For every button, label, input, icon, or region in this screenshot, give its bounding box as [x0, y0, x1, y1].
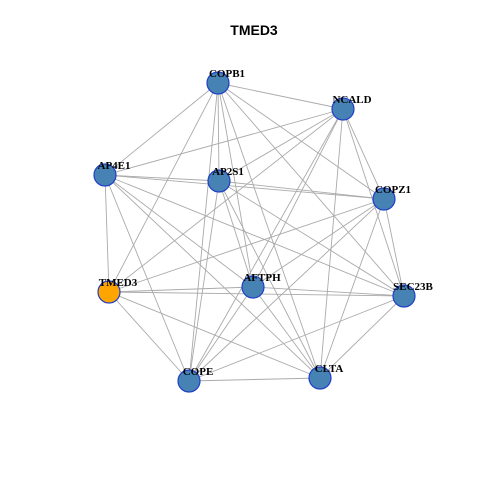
node-circle [206, 71, 230, 95]
node-circle [241, 275, 265, 299]
edge-ap4e1-tmed3 [104, 174, 110, 293]
node-label: COPZ1 [375, 184, 411, 196]
node-circle [93, 163, 117, 187]
edge-aftph-cope [188, 286, 254, 382]
node-sec23b: SEC23B [392, 281, 434, 308]
node-ap4e1: AP4E1 [93, 160, 131, 187]
node-cope: COPE [177, 366, 214, 393]
edge-ap4e1-ap2s1 [104, 174, 220, 182]
edge-tmed3-aftph [108, 286, 254, 293]
edge-copb1-ap2s1 [217, 82, 220, 182]
edge-copz1-tmed3 [108, 198, 385, 293]
node-circle [392, 284, 416, 308]
edge-ap4e1-clta [104, 174, 321, 379]
edge-copz1-clta [319, 198, 385, 379]
node-circle [97, 280, 121, 304]
edge-ap4e1-copz1 [104, 174, 385, 200]
edge-ncald-copz1 [342, 108, 385, 200]
node-aftph: AFTPH [241, 272, 281, 299]
node-circle [372, 187, 396, 211]
edge-copb1-clta [217, 82, 321, 379]
edge-ncald-clta [319, 108, 344, 379]
node-circle [177, 369, 201, 393]
node-circle [308, 366, 332, 390]
edge-ap4e1-cope [104, 174, 190, 382]
edge-sec23b-clta [319, 295, 405, 379]
node-label: AFTPH [243, 272, 281, 284]
node-label: SEC23B [393, 281, 433, 293]
edge-copb1-tmed3 [108, 82, 219, 293]
edge-ncald-ap4e1 [104, 108, 344, 176]
edge-copz1-cope [188, 198, 385, 382]
edge-ap2s1-copz1 [218, 180, 385, 200]
edge-ap4e1-aftph [104, 174, 254, 288]
edge-ncald-tmed3 [108, 108, 344, 293]
node-label: AP2S1 [212, 166, 244, 178]
edge-copb1-aftph [217, 82, 254, 288]
node-clta: CLTA [308, 363, 344, 390]
edge-ncald-cope [188, 108, 344, 382]
node-label: CLTA [315, 363, 344, 375]
edge-cope-clta [188, 377, 321, 382]
node-circle [207, 169, 231, 193]
edge-ap2s1-sec23b [218, 180, 405, 297]
edge-tmed3-clta [108, 291, 321, 379]
edge-aftph-clta [252, 286, 321, 379]
node-tmed3: TMED3 [97, 277, 138, 304]
edge-ncald-ap2s1 [218, 108, 344, 182]
edge-aftph-sec23b [252, 286, 405, 297]
node-label: NCALD [332, 94, 371, 106]
node-circle [331, 97, 355, 121]
edge-copb1-cope [188, 82, 219, 382]
node-label: COPB1 [209, 68, 245, 80]
node-copz1: COPZ1 [372, 184, 411, 211]
edge-copz1-sec23b [383, 198, 405, 297]
edge-layer [104, 82, 405, 382]
edge-ap2s1-aftph [218, 180, 254, 288]
node-label: COPE [183, 366, 214, 378]
edge-ncald-aftph [252, 108, 344, 288]
edge-copb1-ap4e1 [104, 82, 219, 176]
edge-sec23b-cope [188, 295, 405, 382]
node-label: AP4E1 [98, 160, 131, 172]
node-label: TMED3 [99, 277, 138, 289]
diagram-title: TMED3 [230, 22, 278, 38]
edge-ap2s1-cope [188, 180, 220, 382]
node-ncald: NCALD [331, 94, 372, 121]
edge-ap2s1-clta [218, 180, 321, 379]
edge-tmed3-cope [108, 291, 190, 382]
edge-copb1-sec23b [217, 82, 405, 297]
node-copb1: COPB1 [206, 68, 245, 95]
node-ap2s1: AP2S1 [207, 166, 244, 193]
edge-copb1-ncald [217, 82, 344, 110]
edge-copz1-aftph [252, 198, 385, 288]
edge-ap4e1-sec23b [104, 174, 405, 297]
edge-copb1-copz1 [217, 82, 385, 200]
